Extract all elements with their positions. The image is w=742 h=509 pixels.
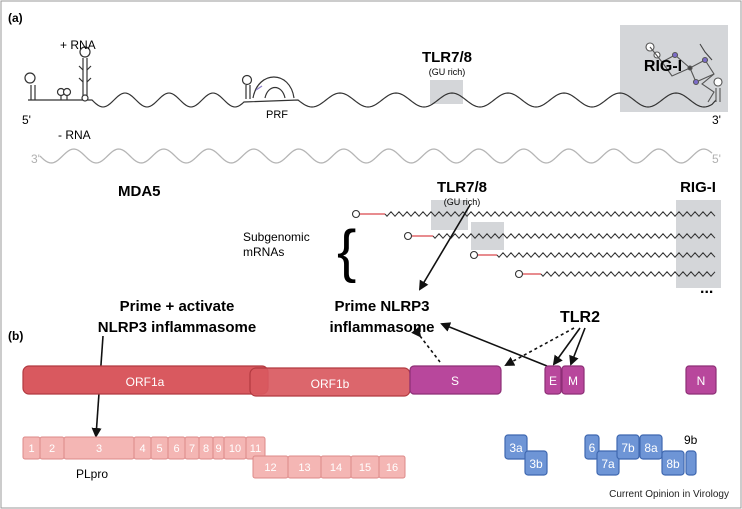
acc-7a-block (596, 450, 620, 476)
acc-3b-label: 3b (529, 457, 543, 471)
e-block (544, 365, 562, 395)
subgenomic-label-line2: mRNAs (243, 245, 284, 259)
arrow-tlr2-to-m (569, 327, 586, 366)
acc-3a-label: 3a (509, 441, 523, 455)
three-prime-label: 3' (712, 113, 721, 127)
nsp-11-label: 11 (250, 443, 261, 455)
nsp-2-label: 2 (49, 443, 55, 455)
prime-activate-line1: Prime + activate (120, 298, 235, 315)
panel-a-label: (a) (8, 11, 23, 25)
prime-activate-line2: NLRP3 inflammasome (98, 319, 256, 336)
plpro-label: PLpro (76, 467, 108, 481)
tlr78-top-label: TLR7/8 (422, 49, 472, 66)
subgenomic-label-line1: Subgenomic (243, 230, 310, 244)
tlr78-subgenomic-highlight-2 (471, 222, 504, 250)
nsp-10-label: 10 (229, 443, 241, 455)
prf-label: PRF (266, 109, 288, 121)
arrow-tlr78-to-nlrp3 (418, 204, 471, 291)
e-label: E (549, 374, 557, 388)
plus-rna-strand (28, 92, 717, 108)
acc-6-label: 6 (589, 441, 596, 455)
acc-6-block (584, 434, 600, 460)
nsp-1-label: 1 (28, 443, 34, 455)
plus-rna-label: + RNA (60, 38, 96, 52)
minus-five-prime-label: 5' (712, 152, 721, 166)
accessory-proteins: 3a 3b 6 7a 7b 8a 8b 9b (504, 433, 698, 476)
rigi-subgenomic-highlight (676, 200, 721, 288)
minus-rna-label: - RNA (58, 128, 91, 142)
subgenomic-mrna-1 (351, 209, 716, 219)
journal-credit: Current Opinion in Virology (609, 489, 729, 500)
acc-3a-block (504, 434, 528, 460)
nsp-15-label: 15 (359, 462, 371, 474)
tlr78-sub-label: TLR7/8 (437, 179, 487, 196)
more-mrnas-ellipsis: ... (700, 280, 713, 297)
acc-7b-block (616, 434, 640, 460)
mda5-label: MDA5 (118, 183, 161, 200)
panel-b-label: (b) (8, 329, 23, 343)
nsp-16-block (378, 455, 406, 479)
n-label: N (697, 374, 706, 388)
acc-9b-block (685, 450, 697, 476)
subgenomic-mrnas (351, 209, 716, 279)
arrow-tlr2-to-e (552, 327, 581, 366)
rigi-protein-structure (645, 42, 723, 103)
tlr78-genome-highlight (430, 80, 463, 104)
tlr2-label: TLR2 (560, 309, 600, 326)
prime-nlrp3-line2: inflammasome (329, 319, 434, 336)
minus-rna-strand (39, 148, 713, 164)
nsp-12-label: 12 (264, 462, 276, 474)
nsp-3-label: 3 (96, 443, 102, 455)
nsp-6-label: 6 (173, 443, 179, 455)
subgenomic-mrna-2 (403, 231, 716, 241)
arrow-tlr2-to-s (504, 327, 575, 366)
acc-9b-label: 9b (684, 433, 698, 447)
acc-8a-label: 8a (644, 441, 658, 455)
nsp-row-orf1b: 12 13 14 15 16 (252, 455, 406, 479)
m-label: M (568, 374, 578, 388)
acc-8a-block (639, 434, 663, 460)
acc-7a-label: 7a (601, 457, 615, 471)
n-block (685, 365, 717, 395)
gu-rich-top-label: (GU rich) (429, 67, 466, 77)
subgenomic-mrna-4 (514, 269, 716, 279)
nsp-4-label: 4 (139, 443, 145, 455)
nsp-16-label: 16 (386, 462, 398, 474)
m-block (561, 365, 585, 395)
nsp-8-label: 8 (203, 443, 209, 455)
orf1a-label: ORF1a (126, 375, 165, 389)
subgenomic-brace: { (337, 219, 356, 284)
arrow-e-to-nlrp3 (440, 322, 548, 367)
five-prime-label: 5' (22, 113, 31, 127)
prime-nlrp3-line1: Prime NLRP3 (334, 298, 429, 315)
five-prime-stem-loops (24, 46, 92, 102)
s-label: S (451, 374, 459, 388)
arrows (91, 204, 586, 438)
rigi-sub-label: RIG-I (680, 179, 716, 196)
rigi-top-label: RIG-I (644, 58, 682, 75)
prf-pseudoknot (241, 74, 295, 99)
acc-8b-label: 8b (666, 457, 680, 471)
nsp-14-label: 14 (330, 462, 342, 474)
gu-rich-sub-label: (GU rich) (444, 197, 481, 207)
acc-3b-block (524, 450, 548, 476)
nsp-5-label: 5 (156, 443, 162, 455)
s-block (409, 365, 502, 395)
nsp-7-label: 7 (189, 443, 195, 455)
subgenomic-mrna-3 (469, 250, 716, 260)
orf1b-label: ORF1b (311, 377, 350, 391)
minus-three-prime-label: 3' (31, 152, 40, 166)
nsp-9-label: 9 (215, 443, 221, 455)
acc-7b-label: 7b (621, 441, 635, 455)
nsp-13-label: 13 (298, 462, 310, 474)
acc-8b-block (661, 450, 685, 476)
